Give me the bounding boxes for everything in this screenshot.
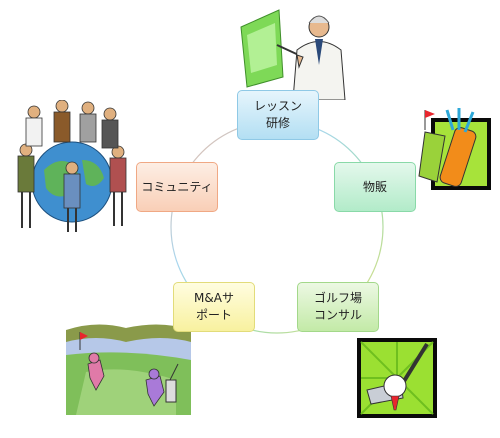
node-merchandise-label: 物販 — [362, 179, 387, 194]
golf-bag-clipart — [418, 108, 491, 190]
node-lesson-training: レッスン 研修 — [237, 90, 319, 140]
node-ma-support-line2: ポート — [195, 308, 232, 322]
node-golf-course-consulting-line2: コンサル — [313, 308, 362, 322]
people-around-globe-clipart — [17, 100, 127, 232]
golfers-on-course-clipart — [66, 324, 191, 415]
node-golf-course-consulting: ゴルフ場 コンサル — [297, 282, 379, 332]
golf-ball-on-tee-clipart — [357, 338, 437, 418]
node-lesson-training-line1: レッスン — [253, 99, 302, 113]
node-golf-course-consulting-line1: ゴルフ場 — [313, 291, 362, 305]
node-merchandise: 物販 — [334, 162, 416, 212]
teacher-at-board-clipart — [240, 9, 346, 100]
node-ma-support: M&Aサ ポート — [173, 282, 255, 332]
node-community: コミュニティ — [136, 162, 218, 212]
node-lesson-training-line2: 研修 — [265, 116, 290, 130]
node-community-label: コミュニティ — [141, 179, 213, 194]
node-ma-support-line1: M&Aサ — [194, 291, 234, 305]
